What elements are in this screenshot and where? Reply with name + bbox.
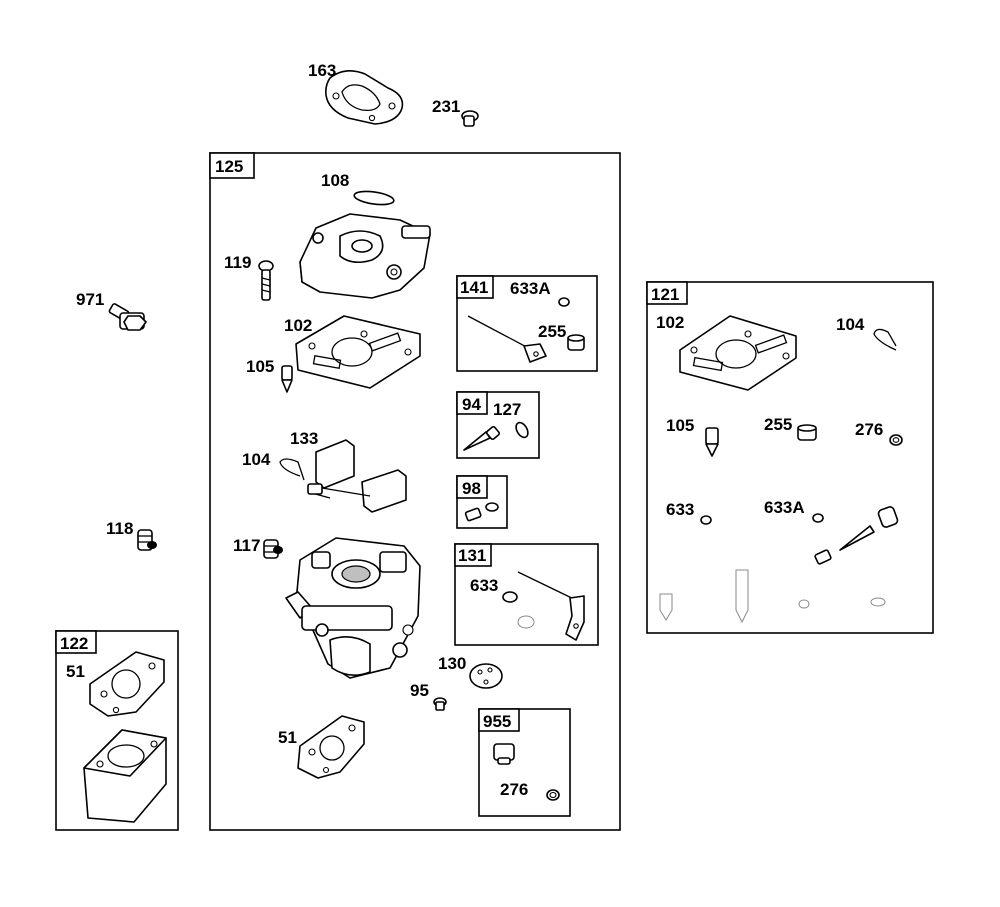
part-98-screw-spring <box>464 502 499 522</box>
label-133: 133 <box>290 429 318 448</box>
part-121-oring-633A <box>812 513 824 523</box>
part-121-gasket-102 <box>679 315 797 391</box>
part-971-bolt <box>108 303 147 331</box>
part-121-ghost-parts <box>659 569 886 624</box>
part-121-seat-255 <box>797 424 817 441</box>
kit-121-frame <box>646 281 934 634</box>
part-95-screw <box>433 697 447 711</box>
kit-98-tag <box>456 475 488 499</box>
label-130: 130 <box>438 654 466 673</box>
kit-141-tag <box>456 275 494 299</box>
part-104-clip <box>279 458 305 481</box>
kit-121-title: 121 <box>651 285 679 304</box>
part-119-screw <box>258 260 274 301</box>
label-51: 51 <box>278 728 297 747</box>
label-255-kit141: 255 <box>538 322 566 341</box>
label-276-kit955: 276 <box>500 780 528 799</box>
part-163-gasket <box>325 70 404 125</box>
kit-122-frame <box>55 630 179 831</box>
label-105-kit121: 105 <box>666 416 694 435</box>
label-104: 104 <box>242 450 271 469</box>
kit-125-title: 125 <box>215 157 243 176</box>
kit-141-frame <box>456 275 598 372</box>
kit-98-title: 98 <box>462 479 481 498</box>
label-633A-kit141: 633A <box>510 279 551 298</box>
kit-122-tag <box>55 630 97 654</box>
part-carburetor-cover <box>299 213 431 299</box>
kit-94-title: 94 <box>462 395 481 414</box>
label-163: 163 <box>308 61 336 80</box>
part-122-spacer <box>83 729 167 823</box>
label-255-kit121: 255 <box>764 415 792 434</box>
kit-94-frame <box>456 391 540 459</box>
label-102: 102 <box>284 316 312 335</box>
part-955-drain-plug <box>493 743 560 801</box>
label-104-kit121: 104 <box>836 315 865 334</box>
part-117-fitting <box>263 539 283 559</box>
part-118-fitting <box>137 529 157 551</box>
part-133-float <box>307 439 407 513</box>
part-130-disc <box>469 663 503 689</box>
kit-121-tag <box>646 281 688 305</box>
kit-955-title: 955 <box>483 712 511 731</box>
label-633-kit121: 633 <box>666 500 694 519</box>
part-121-clip-104 <box>873 328 897 351</box>
part-carburetor-body <box>285 537 421 679</box>
part-121-washer-276 <box>889 434 903 446</box>
label-971: 971 <box>76 290 104 309</box>
part-108-gasket <box>353 190 395 206</box>
label-105: 105 <box>246 357 274 376</box>
part-141-throttle-shaft <box>467 297 585 363</box>
label-51-kit122: 51 <box>66 662 85 681</box>
part-231-plug <box>461 110 479 127</box>
kit-122-title: 122 <box>60 634 88 653</box>
kit-131-frame <box>454 543 599 646</box>
part-121-mixture-screw <box>814 506 899 565</box>
kit-94-tag <box>456 391 488 415</box>
label-95: 95 <box>410 681 429 700</box>
kit-141-title: 141 <box>460 278 488 297</box>
part-102-gasket <box>295 315 421 389</box>
label-119: 119 <box>224 253 251 272</box>
kit-955-tag <box>478 708 520 732</box>
kit-131-tag <box>454 543 492 567</box>
part-51-gasket <box>297 715 365 779</box>
kit-125-frame <box>209 152 621 831</box>
label-118: 118 <box>106 519 133 538</box>
label-231: 231 <box>432 97 460 116</box>
label-117: 117 <box>233 536 260 555</box>
part-122-gasket-51 <box>89 651 165 717</box>
part-105-needle-valve <box>281 365 293 393</box>
label-276-kit121: 276 <box>855 420 883 439</box>
kit-125-tag <box>209 152 255 179</box>
part-121-oring-633 <box>700 515 712 525</box>
part-121-needle-105 <box>705 427 719 457</box>
label-102-kit121: 102 <box>656 313 684 332</box>
part-131-choke-shaft <box>502 571 585 641</box>
label-633-kit131: 633 <box>470 576 498 595</box>
label-633A-kit121: 633A <box>764 498 805 517</box>
kit-131-title: 131 <box>458 546 486 565</box>
part-94-mixture-screw <box>463 421 529 451</box>
label-127: 127 <box>493 400 521 419</box>
kit-955-frame <box>478 708 571 817</box>
label-108: 108 <box>321 171 349 190</box>
